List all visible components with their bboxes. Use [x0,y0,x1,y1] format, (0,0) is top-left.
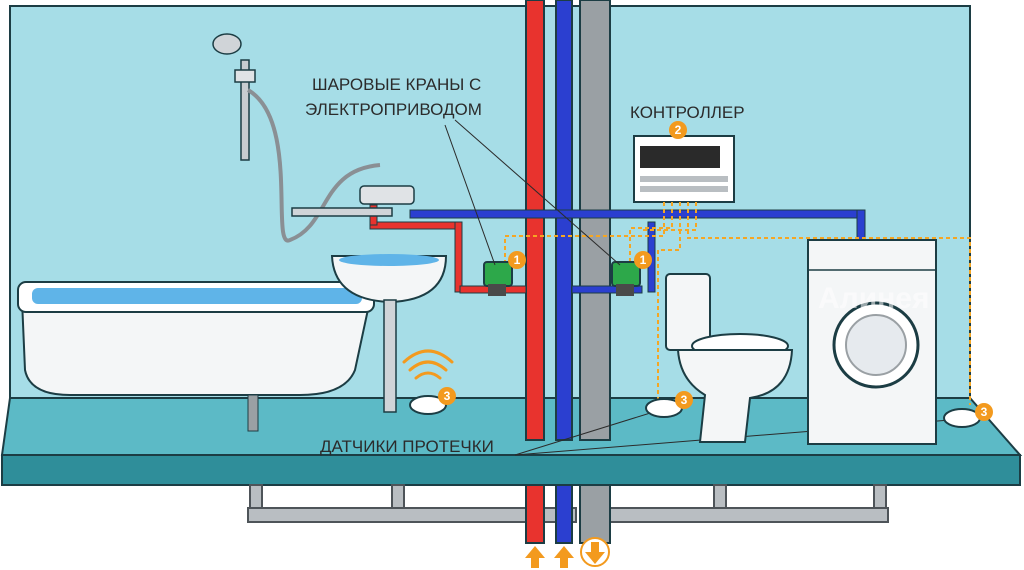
ball-valve-left [483,261,513,296]
leak-sensor-washer [943,408,981,428]
cold-riser [555,0,573,441]
badge-valve-left: 1 [508,251,526,269]
valves-label: ШАРОВЫЕ КРАНЫ С [312,75,481,94]
badge-valve-right: 1 [634,251,652,269]
ball-valve-right [611,261,641,296]
hot-riser [525,0,545,441]
svg-text:1: 1 [640,253,647,267]
drain-riser [579,0,611,441]
valves-label-line2: ЭЛЕКТРОПРИВОДОМ [305,100,482,119]
controller-unit [633,135,735,203]
svg-text:2: 2 [675,123,682,137]
watermark: Алинея [818,282,929,315]
badge-sensor-basin: 3 [438,387,456,405]
arrow-up-icon [554,546,574,568]
badge-sensor-washer: 3 [975,403,993,421]
svg-text:3: 3 [444,389,451,403]
bathtub [17,281,375,432]
under-floor-drains [247,484,889,523]
washbasin [330,254,448,413]
wifi-signal-icon [402,349,454,380]
badge-controller: 2 [669,121,687,139]
arrow-down-icon [580,537,610,567]
controller-label: КОНТРОЛЛЕР [630,103,745,122]
badge-sensor-toilet: 3 [675,391,693,409]
toilet [665,273,794,443]
leak-sensor-basin [409,395,447,415]
floor-front [1,454,1021,486]
svg-text:1: 1 [514,253,521,267]
washing-machine [807,239,937,445]
shower [212,33,381,243]
signal-wires [504,202,971,405]
svg-text:3: 3 [981,405,988,419]
sensors-label: ДАТЧИКИ ПРОТЕЧКИ [320,437,494,456]
svg-text:3: 3 [681,393,688,407]
bath-faucet [291,185,415,217]
arrow-up-icon [525,546,545,568]
